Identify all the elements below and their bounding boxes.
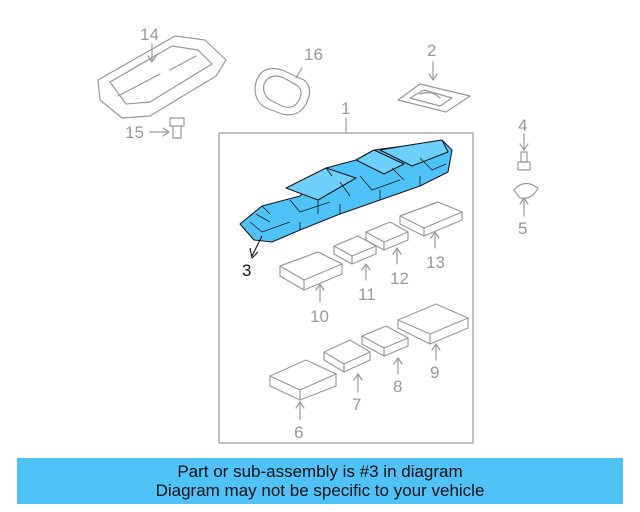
callout-12: 12 xyxy=(390,269,409,288)
callout-4: 4 xyxy=(518,116,528,135)
callout-13: 13 xyxy=(426,253,445,272)
callout-3: 3 xyxy=(242,261,252,280)
caption-line-1: Part or sub-assembly is #3 in diagram xyxy=(177,462,463,481)
caption-banner: Part or sub-assembly is #3 in diagram Di… xyxy=(17,458,623,504)
callout-9: 9 xyxy=(430,363,440,382)
callout-1: 1 xyxy=(341,99,351,118)
part-9-drawing xyxy=(397,303,469,361)
callout-16: 16 xyxy=(304,45,323,64)
part-15-drawing xyxy=(149,117,185,139)
part-3-drawing xyxy=(239,139,453,259)
part-6-drawing xyxy=(269,359,337,421)
part-16-drawing xyxy=(254,67,311,116)
part-11-drawing xyxy=(333,235,377,281)
part-8-drawing xyxy=(361,325,409,375)
part-7-drawing xyxy=(323,339,371,393)
callout-14: 14 xyxy=(140,25,159,44)
callout-2: 2 xyxy=(427,41,437,60)
callout-5: 5 xyxy=(518,219,528,238)
callout-8: 8 xyxy=(393,377,403,396)
part-10-drawing xyxy=(279,251,343,303)
callout-10: 10 xyxy=(310,307,329,326)
part-4-drawing xyxy=(517,133,531,171)
caption-line-2: Diagram may not be specific to your vehi… xyxy=(155,481,485,500)
callout-6: 6 xyxy=(294,423,304,442)
part-14-drawing xyxy=(97,35,227,119)
callout-15: 15 xyxy=(125,123,144,142)
callout-11: 11 xyxy=(358,285,376,304)
part-5-drawing xyxy=(513,182,539,217)
part-13-drawing xyxy=(399,201,463,249)
callout-7: 7 xyxy=(352,395,362,414)
part-2-drawing xyxy=(397,61,471,113)
